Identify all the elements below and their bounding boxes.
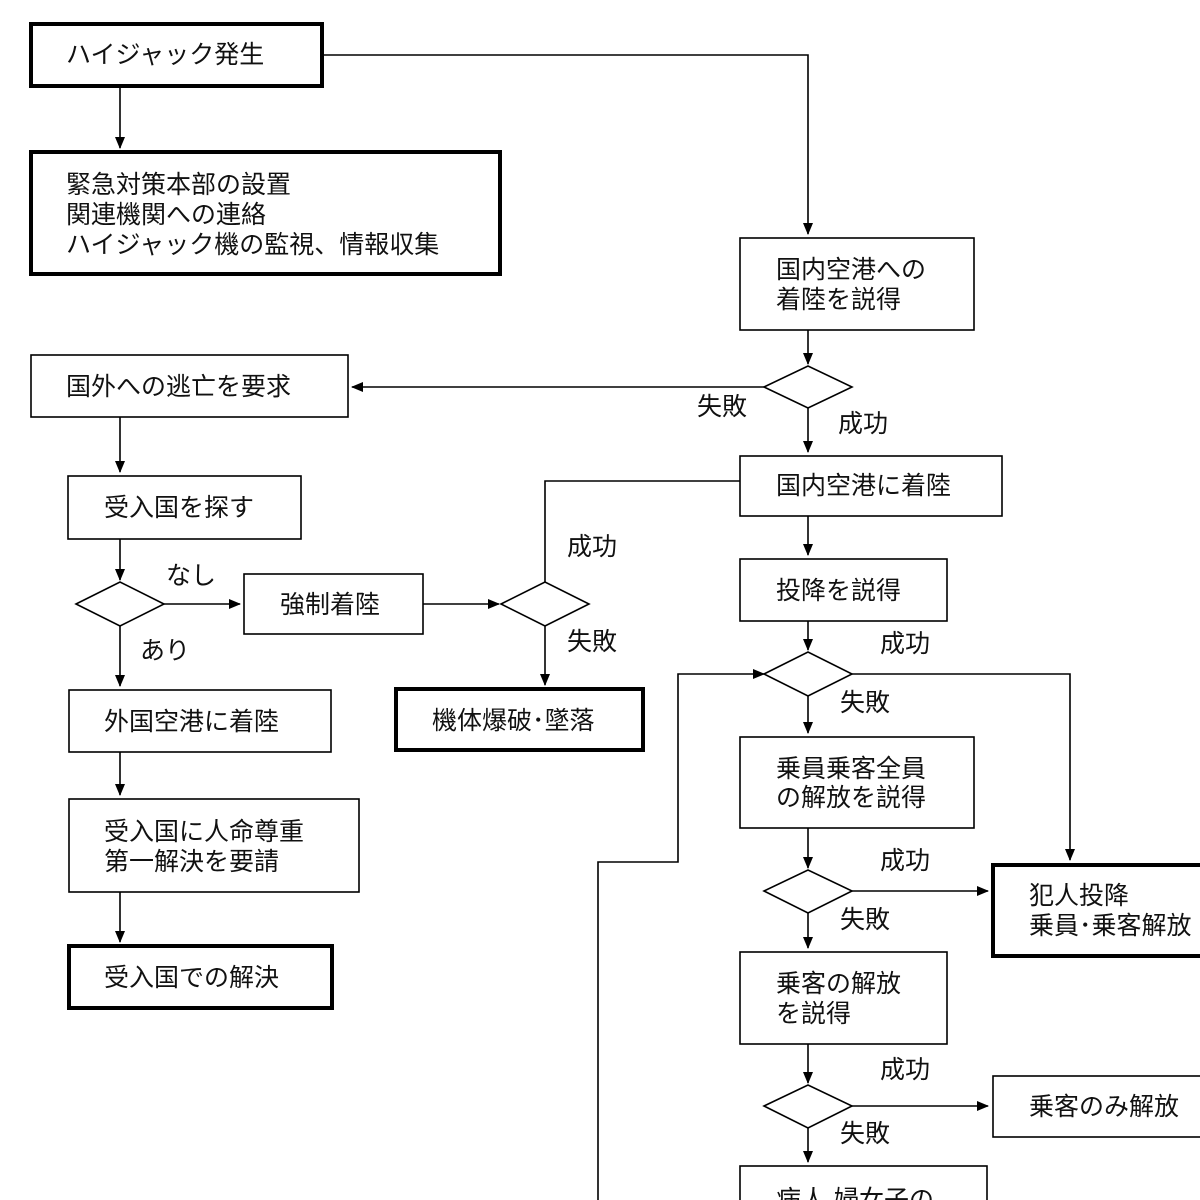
node-release-passengers: 乗客の解放 を説得 xyxy=(739,951,948,1045)
node-land-domestic: 国内空港に着陸 xyxy=(739,455,1003,517)
decision-host-country xyxy=(74,581,166,627)
node-surrender-release: 犯人投降 乗員･乗客解放 xyxy=(991,863,1200,958)
node-passengers-only-text: 乗客のみ解放 xyxy=(1029,1092,1179,1121)
node-persuade-surrender: 投降を説得 xyxy=(739,558,948,622)
node-emergency-hq: 緊急対策本部の設置 関連機関への連絡 ハイジャック機の監視、情報収集 xyxy=(29,150,502,276)
label-none-decision2: なし xyxy=(166,561,216,590)
node-explosion-crash: 機体爆破･墜落 xyxy=(394,687,645,752)
node-land-foreign: 外国空港に着陸 xyxy=(68,689,332,753)
node-persuade-surrender-text: 投降を説得 xyxy=(776,576,901,605)
edge-loop-back-to-decision4 xyxy=(597,669,765,1200)
label-exists-decision2: あり xyxy=(140,636,190,665)
node-find-host-text: 受入国を探す xyxy=(104,493,254,522)
label-fail-decision3: 失敗 xyxy=(567,627,617,656)
label-success-decision1: 成功 xyxy=(838,409,888,438)
node-find-host-country: 受入国を探す xyxy=(67,475,302,540)
label-success-decision4: 成功 xyxy=(880,629,930,658)
node-request-host-line2: 第一解決を要請 xyxy=(104,847,279,876)
node-emergency-hq-line2: 関連機関への連絡 xyxy=(66,200,266,229)
decision-release-all xyxy=(762,869,854,914)
connectors xyxy=(115,54,1075,1200)
node-release-all: 乗員乗客全員 の解放を説得 xyxy=(739,736,975,829)
node-land-domestic-text: 国内空港に着陸 xyxy=(776,471,951,500)
node-explosion-text: 機体爆破･墜落 xyxy=(432,706,595,735)
edge-decision3-success-to-land-domestic xyxy=(544,480,740,582)
node-demand-escape: 国外への逃亡を要求 xyxy=(30,354,349,418)
node-release-all-line1: 乗員乗客全員 xyxy=(776,754,926,783)
node-demand-escape-text: 国外への逃亡を要求 xyxy=(66,372,291,401)
decision-release-passengers xyxy=(762,1084,854,1129)
node-forced-landing: 強制着陸 xyxy=(243,573,424,635)
node-solve-host-text: 受入国での解決 xyxy=(104,963,279,992)
node-forced-landing-text: 強制着陸 xyxy=(280,590,380,619)
label-fail-decision5: 失敗 xyxy=(840,905,890,934)
label-fail-decision4: 失敗 xyxy=(840,688,890,717)
label-success-decision5: 成功 xyxy=(880,846,930,875)
decision-forced-landing xyxy=(499,581,591,627)
label-fail-decision1: 失敗 xyxy=(697,392,747,421)
node-sick-women-children: 病人 婦女子の xyxy=(739,1165,988,1200)
node-request-host: 受入国に人命尊重 第一解決を要請 xyxy=(68,798,360,893)
decision-domestic-landing xyxy=(762,365,854,409)
edge-decision4-success-to-surrender xyxy=(850,673,1075,861)
node-land-foreign-text: 外国空港に着陸 xyxy=(104,707,279,736)
node-emergency-hq-line1: 緊急対策本部の設置 xyxy=(66,170,291,199)
node-persuade-domestic-line2: 着陸を説得 xyxy=(776,285,901,314)
edge-labels: 失敗 成功 なし あり 成功 失敗 成功 失敗 成功 失敗 成功 失敗 xyxy=(140,392,930,1148)
node-release-all-line2: の解放を説得 xyxy=(776,783,926,812)
node-release-pass-line1: 乗客の解放 xyxy=(776,969,901,998)
node-surrender-line2: 乗員･乗客解放 xyxy=(1029,911,1192,940)
label-fail-decision6: 失敗 xyxy=(840,1119,890,1148)
node-surrender-line1: 犯人投降 xyxy=(1029,881,1129,910)
node-persuade-domestic-line1: 国内空港への xyxy=(776,255,926,284)
node-solve-host: 受入国での解決 xyxy=(67,944,334,1010)
node-persuade-domestic-landing: 国内空港への 着陸を説得 xyxy=(739,237,975,331)
node-hijack: ハイジャック発生 xyxy=(29,22,324,88)
node-hijack-text: ハイジャック発生 xyxy=(66,40,264,69)
node-passengers-only: 乗客のみ解放 xyxy=(992,1075,1200,1138)
label-success-decision6: 成功 xyxy=(880,1055,930,1084)
label-success-decision3: 成功 xyxy=(567,532,617,561)
node-request-host-line1: 受入国に人命尊重 xyxy=(104,817,304,846)
node-release-pass-line2: を説得 xyxy=(776,999,851,1028)
edge-hijack-to-persuade-domestic xyxy=(322,54,813,235)
node-emergency-hq-line3: ハイジャック機の監視、情報収集 xyxy=(66,230,439,259)
decision-surrender xyxy=(762,651,854,697)
node-sick-text: 病人 婦女子の xyxy=(776,1185,934,1200)
